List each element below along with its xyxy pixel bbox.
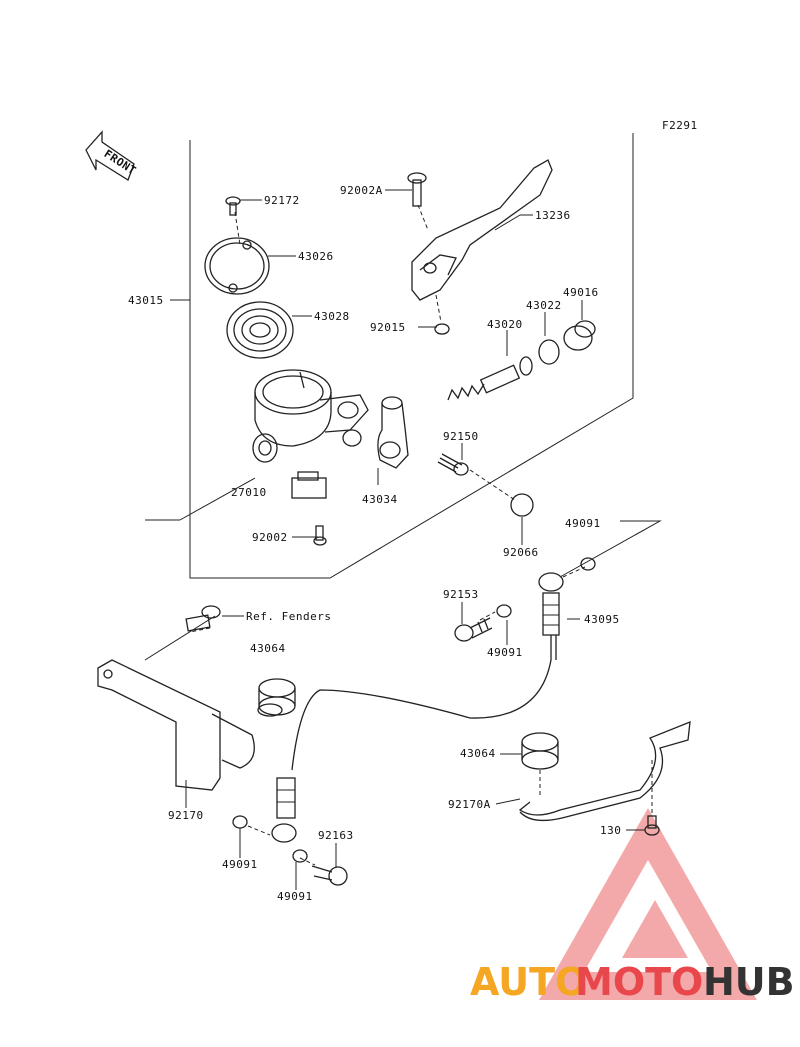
cap-43026 [204,237,270,295]
watermark-auto: AUTO [470,960,587,1004]
label-43028: 43028 [314,310,350,323]
master-cylinder-body [252,369,369,463]
label-43064-a: 43064 [250,642,286,655]
washer-49091-a [580,557,596,571]
bracket-92170 [97,659,255,791]
clamp-43034 [377,396,409,469]
label-43095: 43095 [584,613,620,626]
label-92170A: 92170A [448,798,491,811]
grommet-43064-a [257,678,296,717]
front-arrow-icon: FRONT [85,130,139,181]
label-49091-d: 49091 [277,890,313,903]
watermark-logo [539,808,757,1000]
label-43026: 43026 [298,250,334,263]
label-49091-c: 49091 [222,858,258,871]
hose-43095 [291,572,564,771]
screw-92172 [225,196,241,216]
label-92172: 92172 [264,194,300,207]
washer-49091-c [232,815,248,829]
label-92002: 92002 [252,531,288,544]
leader-lines [185,189,645,890]
label-49091-b: 49091 [487,646,523,659]
label-43022: 43022 [526,299,562,312]
washer-49091-d [292,849,308,863]
banjo-bolt-92153 [454,617,493,642]
label-92163: 92163 [318,829,354,842]
circlip-43022 [538,339,560,365]
label-92002A: 92002A [340,184,383,197]
diaphragm-43028 [226,301,294,359]
bolt-92150 [437,453,469,476]
boot-49016 [563,320,596,351]
label-43064-b: 43064 [460,747,496,760]
part-labels: F2291 92172 92002A 13236 43026 43015 430… [128,119,698,903]
grommet-43064-b [521,732,559,770]
label-92153: 92153 [443,588,479,601]
label-13236: 13236 [535,209,571,222]
screw-92002 [313,525,327,546]
switch-27010 [291,471,327,499]
hose-lower-fitting [271,777,297,843]
bolt-130 [644,815,660,836]
label-92150: 92150 [443,430,479,443]
watermark-text: AUTO MOTO HUB [470,960,795,1004]
label-49016: 49016 [563,286,599,299]
label-92170: 92170 [168,809,204,822]
bolt-92002A [407,172,427,207]
assembly-outline [144,133,662,661]
label-130: 130 [600,824,621,837]
piston-43020 [447,356,533,401]
label-43015: 43015 [128,294,164,307]
clip-92170A [518,720,691,822]
bolt-92163 [311,865,348,886]
label-27010: 27010 [231,486,267,499]
label-ref-fenders: Ref. Fenders [246,610,331,623]
lever-13236 [411,159,553,301]
figure-code: F2291 [662,119,698,132]
cap-92066 [510,493,534,517]
watermark-hub: HUB [703,960,795,1004]
nut-92015 [434,323,450,335]
label-49091-a: 49091 [565,517,601,530]
label-92066: 92066 [503,546,539,559]
label-43020: 43020 [487,318,523,331]
label-92015: 92015 [370,321,406,334]
assembly-paths [189,204,653,866]
label-43034: 43034 [362,493,398,506]
watermark-moto: MOTO [575,960,703,1004]
washer-49091-b [496,604,512,618]
fender-bolt [185,605,221,632]
